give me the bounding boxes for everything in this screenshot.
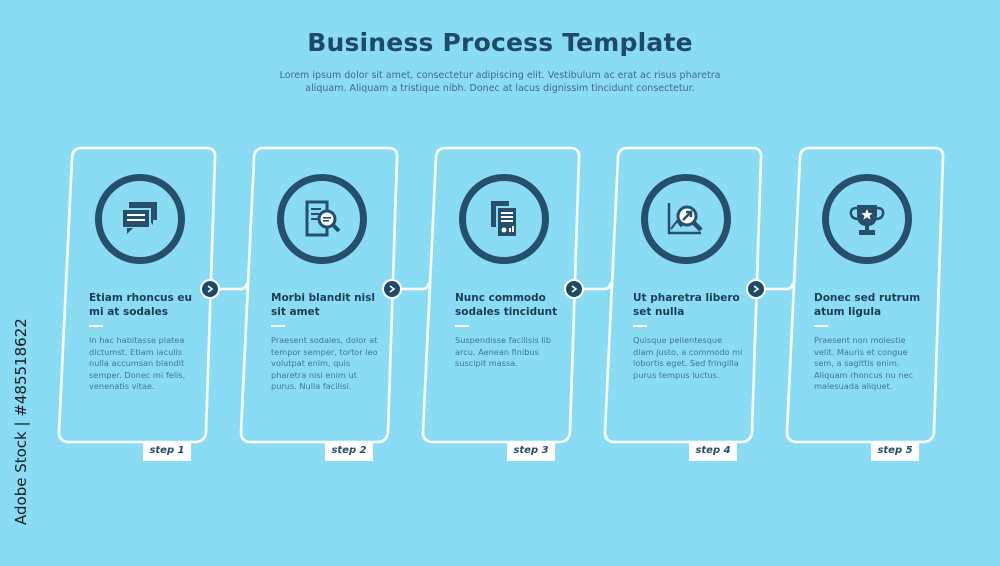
step-2-icon-circle: [277, 174, 367, 264]
connector-line: [210, 282, 249, 291]
page-subtitle: Lorem ipsum dolor sit amet, consectetur …: [279, 70, 721, 94]
step-5-body: Praesent non molestie velit. Mauris et c…: [814, 335, 914, 391]
step-1-divider: [89, 325, 103, 327]
step-3-label: step 3: [507, 441, 555, 461]
documents-chart-icon: [491, 201, 518, 238]
next-arrow-icon: [382, 279, 402, 299]
step-1-heading: Etiam rhoncus eu mi at sodales: [89, 292, 193, 318]
step-3-icon-circle: [459, 174, 549, 264]
connector-line: [574, 282, 613, 291]
step-card-outline: [603, 146, 763, 444]
next-arrow-icon: [746, 279, 766, 299]
step-3-divider: [455, 325, 469, 327]
chat-bubbles-icon: [121, 202, 157, 234]
step-1-icon-circle: [95, 174, 185, 264]
step-5-heading: Donec sed rutrum atum ligula: [814, 292, 921, 318]
step-2-divider: [271, 325, 285, 327]
step-3-body: Suspendisse facilisis lib arcu. Aenean f…: [455, 335, 552, 368]
stock-id-label: Adobe Stock | #485518622: [12, 318, 30, 525]
step-4-icon-circle: [641, 174, 731, 264]
step-1-body: In hac habitasse platea dictumst. Etiam …: [89, 335, 186, 391]
step-3-heading: Nunc commodo sodales tincidunt: [455, 292, 558, 318]
next-arrow-icon: [564, 279, 584, 299]
growth-analysis-icon: [667, 203, 703, 235]
step-5-icon-circle: [822, 174, 912, 264]
step-card-outline: [57, 146, 217, 444]
step-5-divider: [814, 325, 828, 327]
step-4-divider: [633, 325, 647, 327]
step-5-label: step 5: [871, 441, 919, 461]
step-2-label: step 2: [325, 441, 373, 461]
step-1-label: step 1: [143, 441, 191, 461]
page-title: Business Process Template: [307, 28, 693, 57]
step-card-outline: [239, 146, 399, 444]
step-card-outline: [421, 146, 581, 444]
next-arrow-icon: [200, 279, 220, 299]
step-2-heading: Morbi blandit nisl sit amet: [271, 292, 376, 318]
connector-line: [392, 282, 431, 291]
trophy-icon: [849, 205, 885, 235]
step-4-body: Quisque pellentesque diam justo, a commo…: [633, 335, 743, 380]
step-4-heading: Ut pharetra libero set nulla: [633, 292, 740, 318]
connector-line: [756, 282, 795, 291]
step-card-outline: [785, 146, 945, 444]
document-search-icon: [305, 200, 341, 237]
step-4-label: step 4: [689, 441, 737, 461]
step-2-body: Praesent sodales, dolor at tempor semper…: [271, 335, 378, 391]
